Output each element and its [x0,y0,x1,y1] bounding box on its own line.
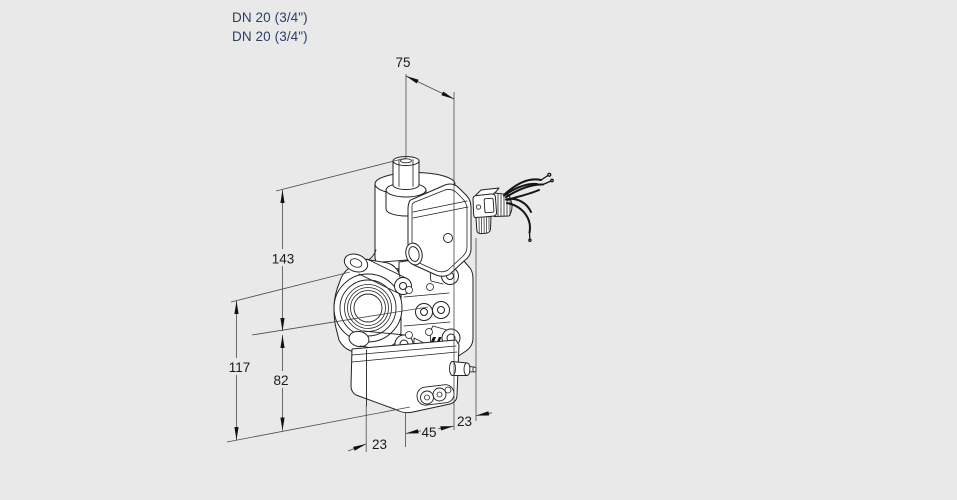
adjustment-cap-drawing [385,156,427,217]
dim-label-lower-height: 82 [273,373,288,388]
dim-label-bottom-center: 45 [421,425,436,440]
dimension-label-backgrounds [221,249,301,388]
dim-label-upper-height: 143 [272,252,295,267]
dim-label-top-width: 75 [395,55,410,70]
threaded-inlet-flange-drawing [333,253,403,358]
dim-label-bottom-left: 23 [372,437,387,452]
dn-size-labels: DN 20 (3/4") DN 20 (3/4") [232,8,308,46]
dim-label-total-height: 117 [229,360,251,375]
test-spigot-drawing [449,361,477,376]
dimension-arrowheads [234,76,490,451]
manifold-detail-drawing [403,283,451,350]
sight-hole-drawing [405,242,423,266]
dn-size-line-2: DN 20 (3/4") [232,29,308,44]
connector-wires-drawing [503,178,544,234]
solenoid-connector-drawing [472,172,554,242]
bottom-block-drawing [350,339,460,414]
dn-size-line-1: DN 20 (3/4") [232,10,308,25]
dim-label-bottom-right: 23 [457,414,472,429]
